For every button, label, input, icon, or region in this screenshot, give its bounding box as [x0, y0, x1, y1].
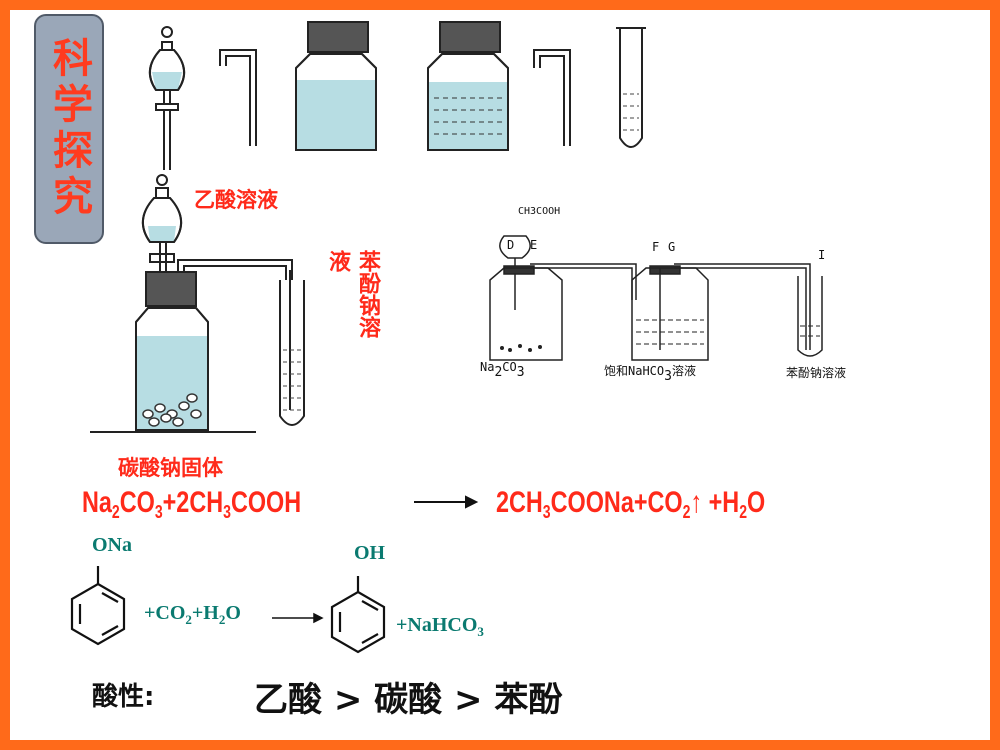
schematic-letter-f: F: [652, 240, 660, 254]
acidity-order: 乙酸 > 碳酸 > 苯酚: [254, 680, 563, 720]
sodium-carbonate-solid-label: 碳酸钠固体: [118, 456, 223, 480]
test-tube-icon: [616, 27, 646, 148]
schematic-letter-g: G: [668, 240, 676, 254]
phenol-ring-icon: [330, 576, 386, 654]
separatory-funnel-icon: [149, 26, 185, 170]
schematic-na2co3-label: Na2CO3: [480, 360, 525, 380]
acetic-acid-solution-label: 乙酸溶液: [194, 188, 278, 212]
schematic-reagent-label: CH3COOH: [518, 206, 561, 217]
phenoxide-ring-icon: [70, 566, 126, 646]
bottle-icon: [295, 21, 377, 151]
schematic-phenoxide-label: 苯酚钠溶液: [786, 366, 847, 380]
schematic-letter-e: E: [530, 238, 538, 252]
schematic-apparatus-icon: [489, 235, 823, 361]
topic-title: 科学探究: [46, 37, 92, 221]
reaction-arrow-1: [414, 495, 479, 509]
equation-1-reactants: Na2CO3+2CH3COOH: [82, 486, 302, 522]
schematic-letter-i: I: [818, 248, 826, 262]
slide: 科学探究: [10, 10, 990, 740]
oh-substituent: OH: [354, 542, 386, 564]
equation-1-products: 2CH3COONa+CO2↑ +H2O: [496, 486, 766, 522]
bent-tube-icon-2: [533, 49, 571, 146]
bottle-with-liquid-icon: [427, 21, 509, 151]
equation-2-product: +NaHCO3: [396, 614, 484, 639]
phenoxide-label-part2: 苯酚钠溶: [355, 250, 380, 338]
topic-badge: 科学探究: [34, 14, 104, 244]
reaction-arrow-2: [272, 612, 324, 624]
acidity-label: 酸性:: [92, 682, 155, 712]
bent-tube-icon: [219, 49, 257, 146]
assembled-apparatus-icon: [90, 174, 305, 433]
schematic-nahco3-label: 饱和NaHCO3溶液: [604, 364, 696, 384]
phenoxide-label-part1: 液: [325, 250, 350, 272]
apparatus-drawings: [70, 21, 823, 654]
schematic-letter-d: D: [507, 238, 515, 252]
equation-2-reagents: +CO2+H2O: [144, 602, 241, 627]
ona-substituent: ONa: [92, 534, 132, 556]
